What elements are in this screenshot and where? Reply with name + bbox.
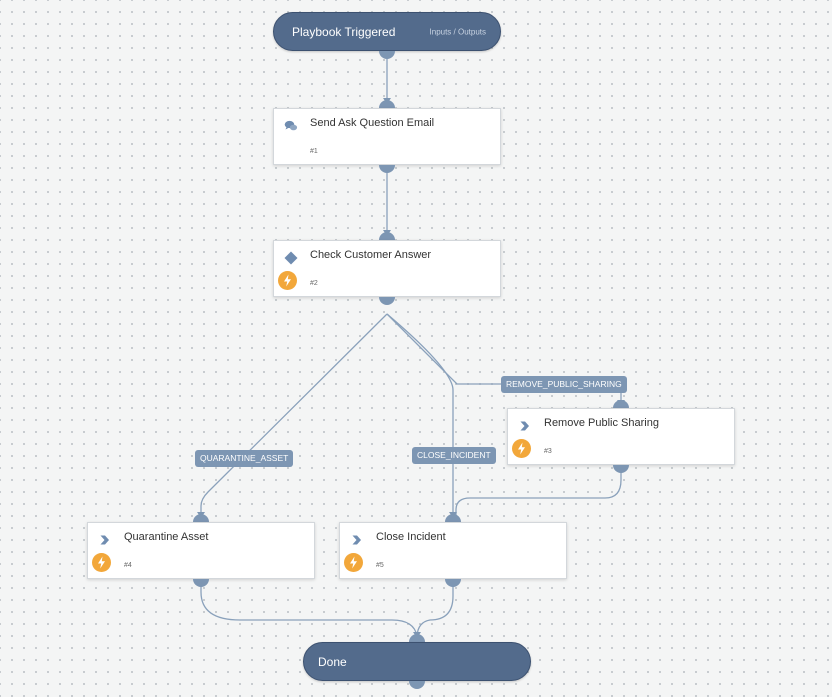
done-input-port[interactable]	[409, 634, 425, 642]
done-output-port[interactable]	[409, 681, 425, 689]
condition-label-close-incident[interactable]: CLOSE_INCIDENT	[412, 447, 496, 464]
diamond-condition-icon	[284, 251, 298, 265]
task3-output-port[interactable]	[613, 465, 629, 473]
task2-input-port[interactable]	[379, 232, 395, 240]
task-check-customer-answer[interactable]: Check Customer Answer #2	[273, 240, 501, 297]
task2-output-port[interactable]	[379, 297, 395, 305]
task-number: #4	[124, 562, 132, 569]
task-send-ask-question-email[interactable]: Send Ask Question Email #1	[273, 108, 501, 165]
chevron-right-icon	[518, 419, 532, 433]
task5-input-port[interactable]	[445, 514, 461, 522]
inputs-outputs-link[interactable]: Inputs / Outputs	[429, 27, 486, 36]
start-output-port[interactable]	[379, 51, 395, 59]
task-quarantine-asset[interactable]: Quarantine Asset #4	[87, 522, 315, 579]
automation-bolt-icon	[278, 271, 297, 290]
done-node[interactable]: Done	[303, 642, 531, 681]
task-name: Check Customer Answer	[310, 249, 432, 261]
condition-label-remove-public-sharing[interactable]: REMOVE_PUBLIC_SHARING	[501, 376, 627, 393]
playbook-triggered-node[interactable]: Playbook Triggered Inputs / Outputs	[273, 12, 501, 51]
task1-input-port[interactable]	[379, 100, 395, 108]
task-name: Remove Public Sharing	[544, 417, 659, 429]
task-number: #1	[310, 148, 318, 155]
task4-output-port[interactable]	[193, 579, 209, 587]
chevron-right-icon	[98, 533, 112, 547]
task-number: #3	[544, 448, 552, 455]
task-name: Quarantine Asset	[124, 531, 209, 543]
automation-bolt-icon	[92, 553, 111, 572]
task-close-incident[interactable]: Close Incident #5	[339, 522, 567, 579]
chevron-right-icon	[350, 533, 364, 547]
start-node-title: Playbook Triggered	[292, 24, 396, 39]
task4-input-port[interactable]	[193, 514, 209, 522]
task-number: #2	[310, 280, 318, 287]
task-name: Close Incident	[376, 531, 446, 543]
chat-bubbles-icon	[284, 119, 298, 133]
automation-bolt-icon	[344, 553, 363, 572]
task-remove-public-sharing[interactable]: Remove Public Sharing #3	[507, 408, 735, 465]
task3-input-port[interactable]	[613, 400, 629, 408]
automation-bolt-icon	[512, 439, 531, 458]
done-node-title: Done	[318, 654, 347, 669]
task-number: #5	[376, 562, 384, 569]
task-name: Send Ask Question Email	[310, 117, 435, 129]
task1-output-port[interactable]	[379, 165, 395, 173]
task5-output-port[interactable]	[445, 579, 461, 587]
condition-label-quarantine-asset[interactable]: QUARANTINE_ASSET	[195, 450, 294, 467]
